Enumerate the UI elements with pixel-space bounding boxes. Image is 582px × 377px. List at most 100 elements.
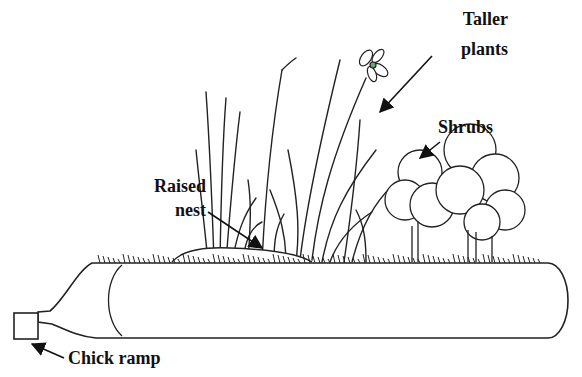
grass-blade (173, 258, 175, 263)
grass-blade (458, 255, 460, 263)
leader-arrow (380, 56, 432, 112)
grass-blade (138, 257, 140, 263)
shrubs (385, 124, 525, 262)
grass-blade (218, 255, 220, 263)
grass-blade (163, 256, 165, 263)
grass-blade (508, 259, 510, 263)
grass-blade (288, 257, 290, 263)
grass-blade (468, 257, 470, 263)
grass-blade (383, 258, 385, 263)
grass-blade (208, 259, 210, 263)
label-slot: Taller plants (428, 4, 508, 64)
floating-log-body (38, 263, 568, 338)
grass-blade (438, 257, 440, 263)
leader-arrow (208, 212, 262, 248)
grass-blade (513, 254, 515, 263)
grass-blade (148, 259, 150, 263)
grass-blade (233, 258, 235, 263)
grass-tufts (98, 254, 540, 263)
plants (196, 58, 392, 262)
grass-blade (153, 254, 155, 263)
grass-blade (133, 256, 135, 263)
grass-blade (193, 256, 195, 263)
grass-blade (243, 254, 245, 263)
leader-arrow (32, 344, 64, 358)
grass-blade (228, 257, 230, 263)
grass-blade (328, 259, 330, 263)
grass-blade (213, 254, 215, 263)
callout-label: Chick ramp (68, 347, 218, 369)
grass-blade (268, 259, 270, 263)
grass-blade (198, 257, 200, 263)
grass-blade (363, 254, 365, 263)
callout-label: Shrubs (438, 116, 512, 138)
grass-blade (113, 258, 115, 263)
grass-blade (258, 257, 260, 263)
grass-blade (348, 257, 350, 263)
label-slot: Raised nest (126, 174, 206, 222)
grass-blade (418, 259, 420, 263)
leader-arrows (32, 56, 440, 358)
callout-label: Raised nest (126, 174, 206, 222)
grass-blade (143, 258, 145, 263)
grass-blade (308, 255, 310, 263)
grass-blade (303, 254, 305, 263)
grass-blade (128, 255, 130, 263)
log-end-rim (109, 265, 123, 336)
grass-blade (273, 254, 275, 263)
grass-blade (478, 259, 480, 263)
label-slot: Chick ramp (68, 347, 218, 369)
grass-blade (428, 255, 430, 263)
chick-ramp-box (14, 313, 38, 339)
grass-blade (433, 256, 435, 263)
grass-blade (378, 257, 380, 263)
grass-blade (488, 255, 490, 263)
flower (357, 47, 390, 83)
grass-blade (293, 258, 295, 263)
grass-blade (373, 256, 375, 263)
grass-blade (403, 256, 405, 263)
grass-blade (323, 258, 325, 263)
grass-blade (248, 255, 250, 263)
grass-blade (203, 258, 205, 263)
callout-label: Taller plants (428, 4, 508, 64)
grass-blade (493, 256, 495, 263)
grass-blade (118, 259, 120, 263)
grass-blade (123, 254, 125, 263)
grass-blade (298, 259, 300, 263)
grass-blade (283, 256, 285, 263)
grass-blade (368, 255, 370, 263)
grass-blade (168, 257, 170, 263)
grass-blade (343, 256, 345, 263)
grass-blade (103, 256, 105, 263)
grass-blade (183, 254, 185, 263)
grass-blade (533, 258, 535, 263)
grass-blade (263, 258, 265, 263)
grass-blade (223, 256, 225, 263)
grass-blade (318, 257, 320, 263)
grass-blade (338, 255, 340, 263)
grass-blade (388, 259, 390, 263)
grass-blade (178, 259, 180, 263)
grass-blade (413, 258, 415, 263)
grass-blade (503, 258, 505, 263)
grass-blade (448, 259, 450, 263)
grass-blade (423, 254, 425, 263)
leader-arrow (420, 142, 440, 158)
grass-blade (473, 258, 475, 263)
grass-blade (238, 259, 240, 263)
grass-blade (453, 254, 455, 263)
grass-blade (523, 256, 525, 263)
grass-blade (278, 255, 280, 263)
grass-blade (443, 258, 445, 263)
grass-blade (498, 257, 500, 263)
grass-blade (398, 255, 400, 263)
grass-blade (98, 255, 100, 263)
grass-blade (358, 259, 360, 263)
label-slot: Shrubs (438, 116, 512, 138)
grass-blade (158, 255, 160, 263)
grass-blade (518, 255, 520, 263)
grass-blade (188, 255, 190, 263)
grass-blade (353, 258, 355, 263)
grass-blade (393, 254, 395, 263)
